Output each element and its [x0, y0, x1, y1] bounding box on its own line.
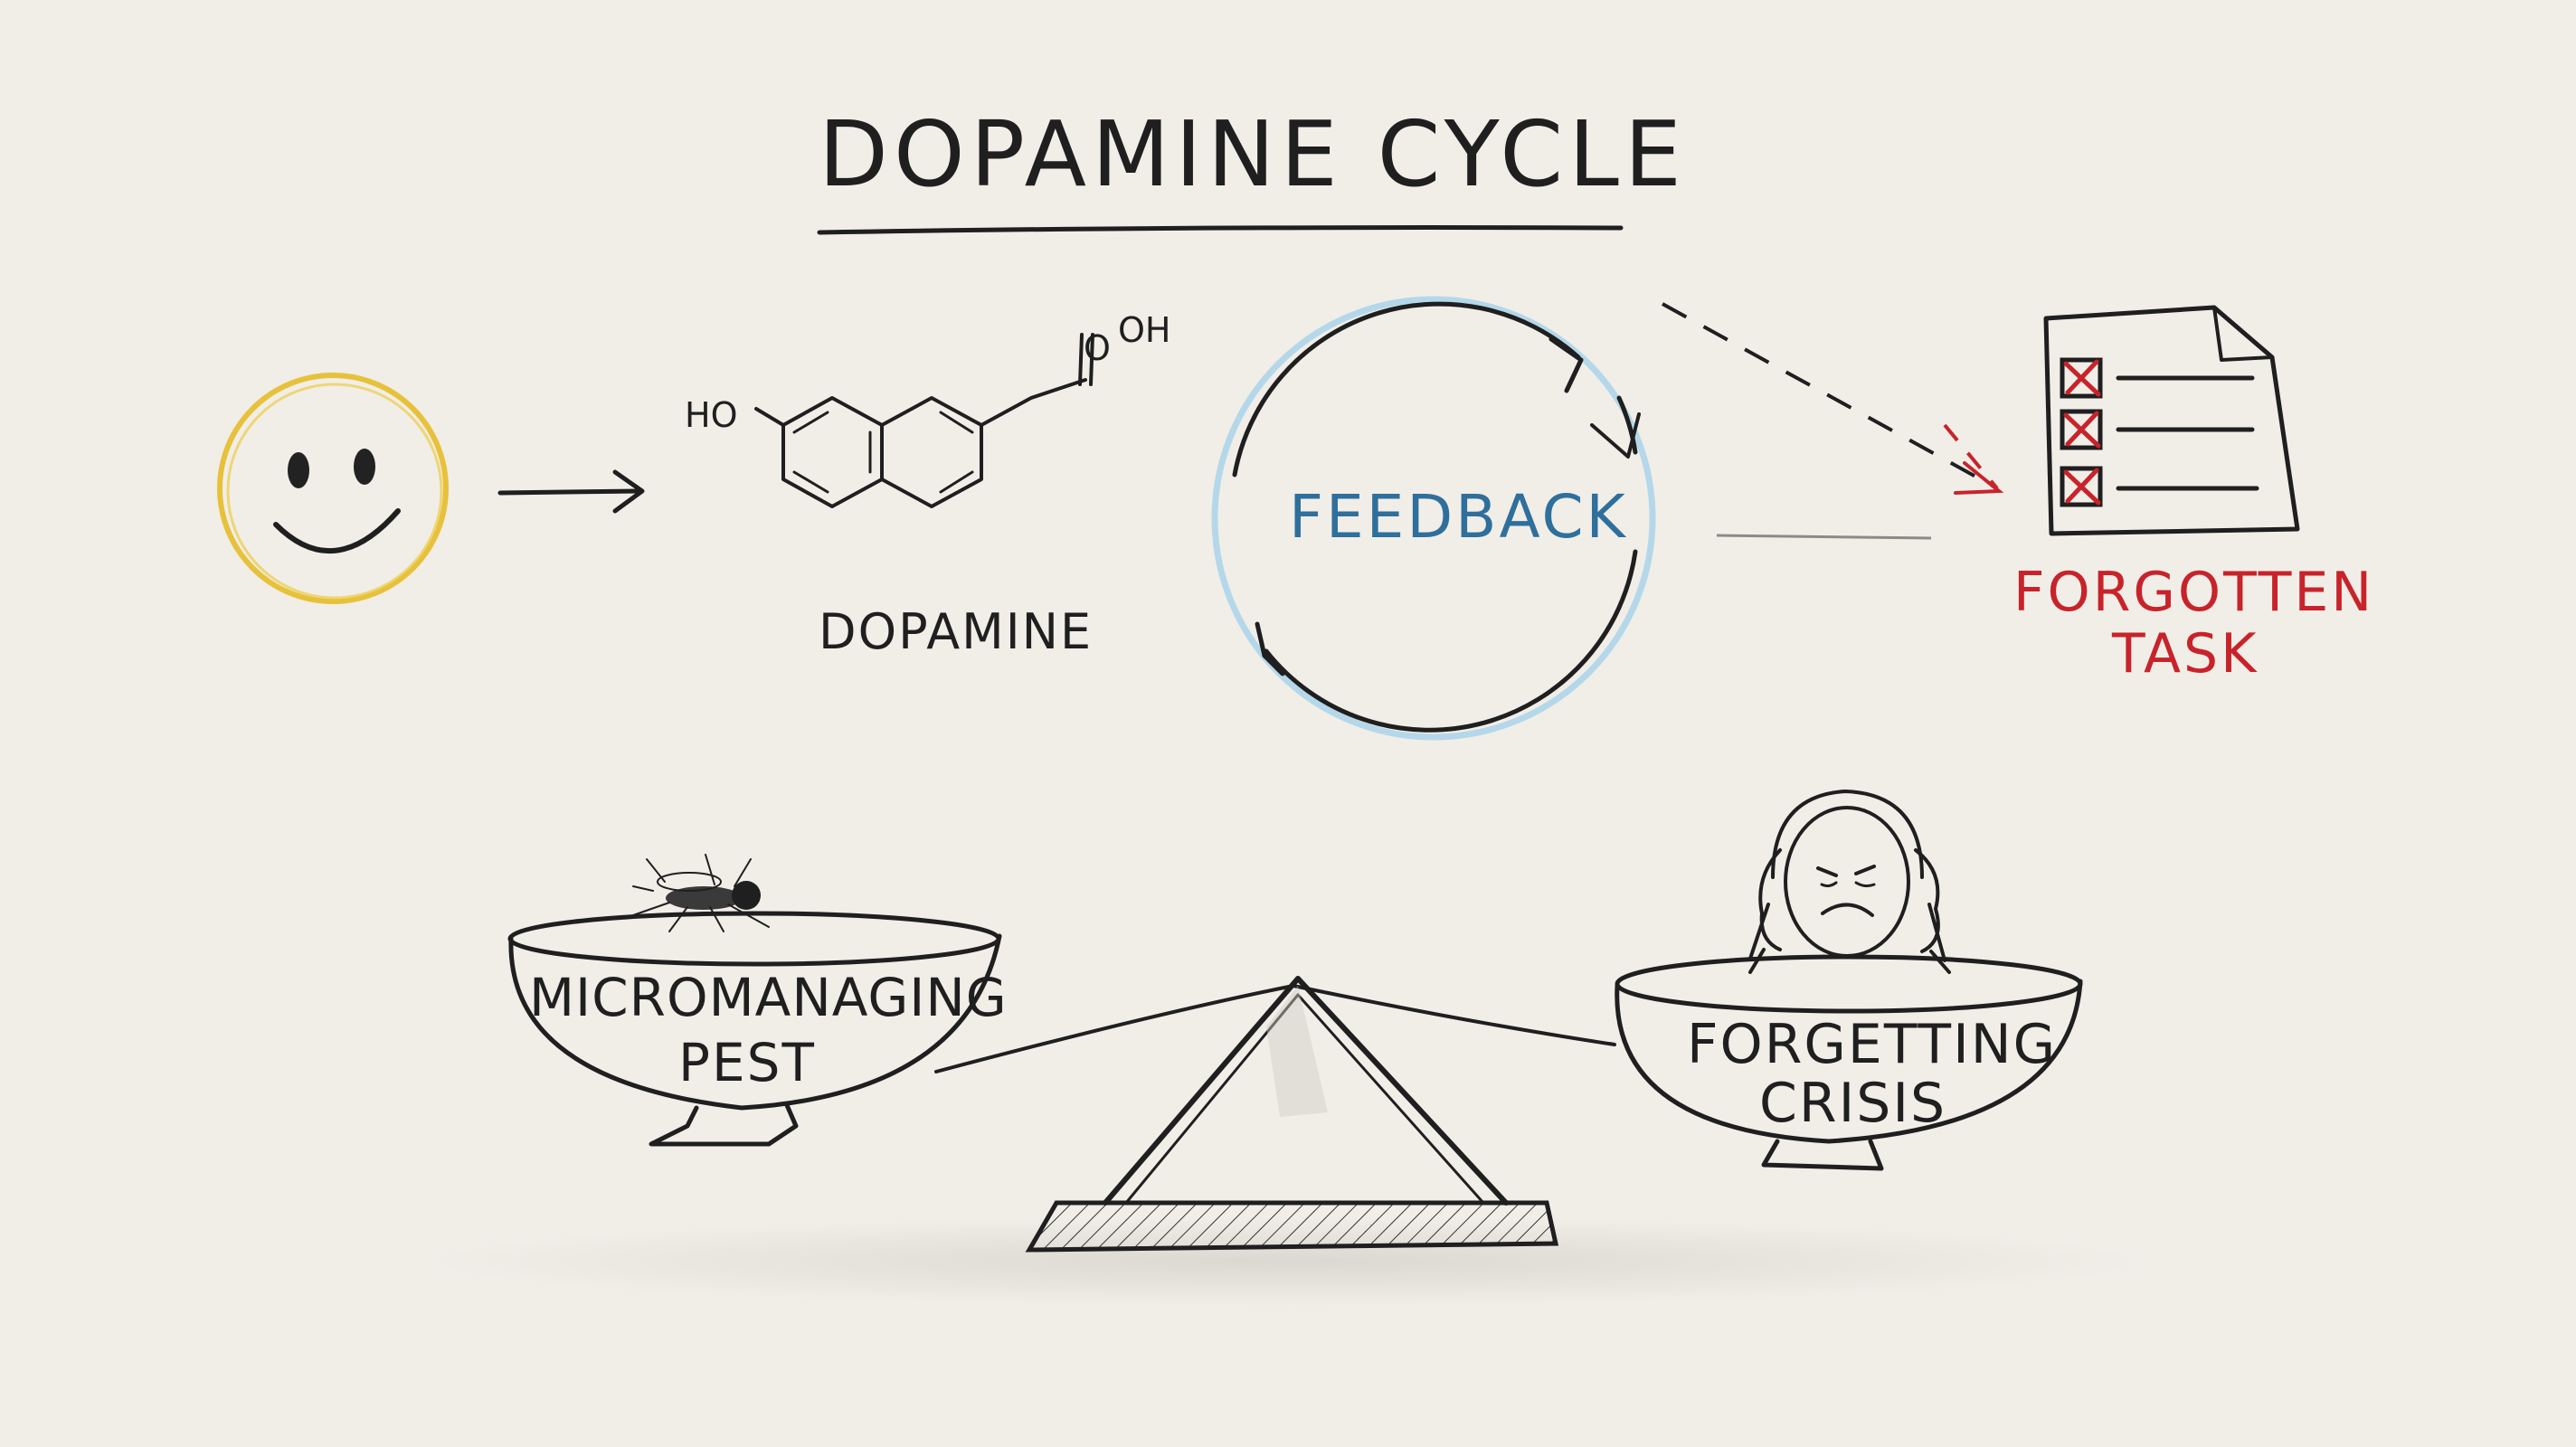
feedback-cycle-icon: [1211, 296, 1656, 741]
page-title: DOPAMINE CYCLE: [819, 101, 1687, 207]
cooh-oh-label: OH: [1118, 310, 1170, 350]
fly-icon: [632, 854, 770, 932]
arrow-to-dopamine-icon: [497, 469, 645, 514]
left-bowl-line1: MICROMANAGING: [529, 967, 1008, 1028]
smiley-face-icon: [217, 373, 449, 604]
ho-label: HO: [685, 395, 737, 435]
right-bowl-line2: CRISIS: [1759, 1072, 1946, 1135]
title-underline: [817, 225, 1624, 235]
checklist-icon: [2043, 305, 2300, 536]
forgotten-task-line2: TASK: [2111, 622, 2259, 686]
left-bowl-icon: [507, 911, 1002, 1147]
dashed-arrow-to-task-icon: [1662, 302, 2004, 495]
ground-shadow: [416, 1216, 2153, 1307]
faint-connector-line: [1716, 534, 1932, 540]
dopamine-molecule-icon: [754, 333, 1094, 508]
right-bowl-line1: FORGETTING: [1687, 1013, 2057, 1076]
cooh-o-label: O: [1084, 328, 1111, 368]
balance-scale-icon: [934, 976, 1616, 1253]
left-bowl-line2: PEST: [678, 1032, 816, 1093]
dopamine-label: DOPAMINE: [819, 603, 1093, 660]
forgotten-task-line1: FORGOTTEN: [2013, 561, 2374, 624]
feedback-label: FEEDBACK: [1289, 482, 1628, 552]
stressed-person-icon: [1748, 790, 1951, 974]
